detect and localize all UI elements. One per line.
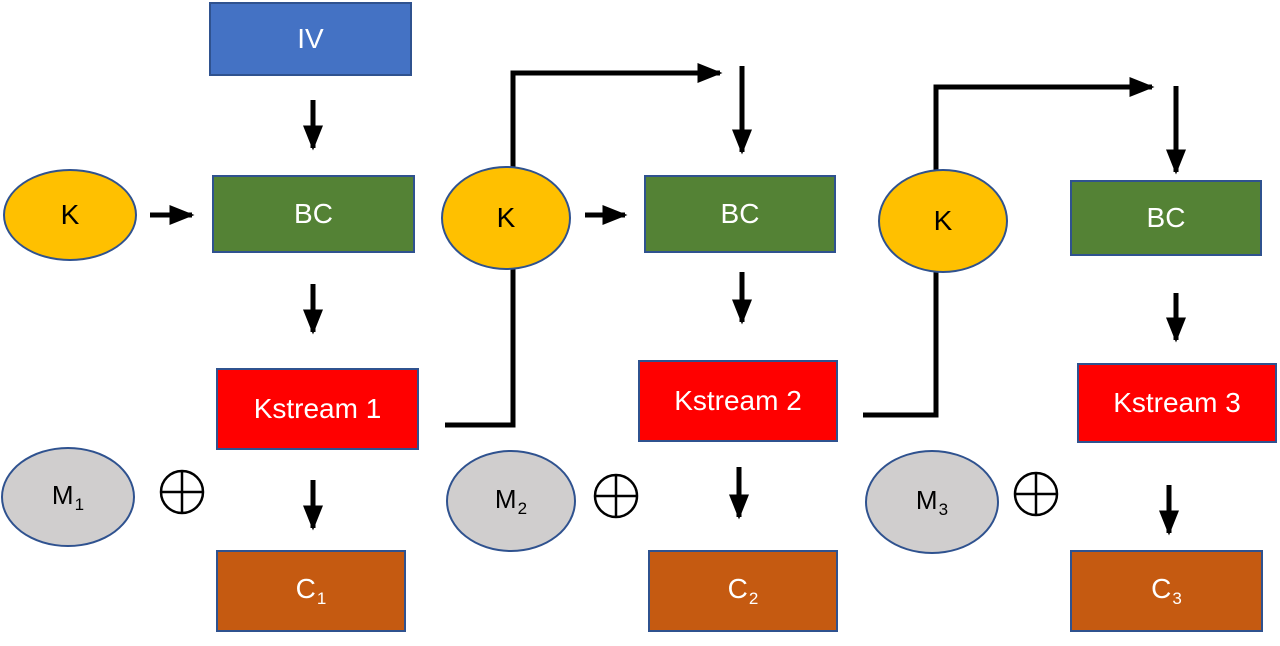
key-label-3: K: [933, 205, 953, 236]
key-oval-3: K: [878, 169, 1008, 273]
key-oval-2: K: [441, 166, 571, 270]
ciphertext-index-2: 2: [748, 589, 759, 608]
message-index-2: 2: [517, 498, 528, 518]
message-index-3: 3: [938, 499, 949, 519]
xor-icon: [593, 473, 639, 519]
xor-icon: [159, 469, 205, 515]
keystream-box-2: Kstream 2: [638, 360, 838, 442]
message-index-1: 1: [74, 494, 85, 514]
ciphertext-index-3: 3: [1172, 589, 1182, 608]
message-oval-2: M2: [446, 450, 576, 552]
block-cipher-label-2: BC: [720, 198, 760, 229]
keystream-box-1: Kstream 1: [216, 368, 419, 450]
keystream-label-3: Kstream 3: [1113, 387, 1241, 418]
message-oval-3: M3: [865, 450, 999, 554]
ciphertext-label-1: C1: [295, 573, 327, 608]
keystream-label-1: Kstream 1: [253, 393, 382, 424]
ciphertext-index-1: 1: [316, 589, 327, 608]
block-cipher-3: BC: [1070, 180, 1262, 256]
key-oval-1: K: [3, 169, 137, 261]
keystream-label-2: Kstream 2: [674, 385, 802, 416]
ciphertext-label-2: C2: [727, 573, 759, 608]
ciphertext-box-1: C1: [216, 550, 406, 632]
block-cipher-label-3: BC: [1146, 202, 1186, 233]
message-label-2: M2: [494, 483, 528, 518]
message-label-1: M1: [51, 479, 85, 514]
iv-box: IV: [209, 2, 412, 76]
block-cipher-label-1: BC: [294, 198, 333, 229]
ciphertext-box-3: C3: [1070, 550, 1263, 632]
xor-icon: [1013, 471, 1059, 517]
block-cipher-1: BC: [212, 175, 415, 253]
ciphertext-box-2: C2: [648, 550, 838, 632]
message-label-3: M3: [915, 484, 949, 519]
block-cipher-2: BC: [644, 175, 836, 253]
message-oval-1: M1: [1, 447, 135, 547]
keystream-box-3: Kstream 3: [1077, 363, 1277, 443]
ciphertext-label-3: C3: [1151, 573, 1182, 608]
iv-label: IV: [297, 23, 324, 54]
key-label-2: K: [496, 202, 516, 233]
key-label-1: K: [60, 199, 80, 230]
